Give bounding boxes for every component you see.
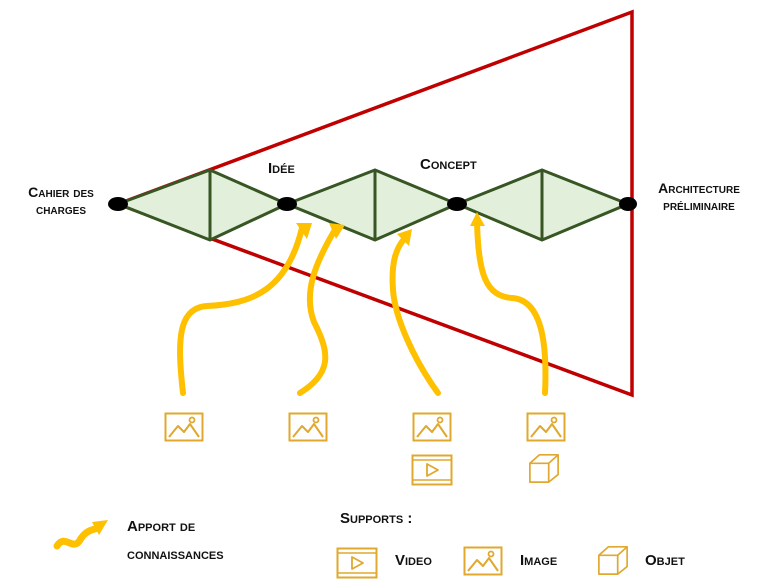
image-icon (288, 412, 328, 442)
knowledge-arrowhead-2 (329, 223, 345, 239)
node-idea (277, 197, 297, 211)
image-icon (526, 412, 566, 442)
node-start (108, 197, 128, 211)
knowledge-arrow-3 (389, 235, 441, 396)
knowledge-arrow-4 (474, 217, 549, 396)
label-end-node: Architecture préliminaire (658, 180, 740, 213)
legend-supports-title: Supports : (340, 510, 413, 527)
knowledge-arrowhead-1 (296, 223, 312, 239)
video-icon (336, 547, 378, 579)
image-icon (412, 412, 452, 442)
legend-arrowhead (92, 520, 108, 535)
image-icon (463, 546, 503, 576)
legend-knowledge-label: Apport de connaissances (127, 513, 224, 569)
label-idea-node: Idée (268, 160, 295, 177)
object-icon (598, 545, 628, 575)
legend-knowledge-label-line1: Apport de (127, 518, 196, 535)
legend-video-label: Video (395, 552, 432, 569)
knowledge-arrowhead-3 (397, 229, 412, 246)
legend-knowledge-label-line2: connaissances (127, 546, 224, 563)
legend-object-label: Objet (645, 552, 685, 569)
diamond-stage-2 (282, 168, 461, 242)
node-concept (447, 197, 467, 211)
image-icon (164, 412, 204, 442)
diamond-stage-1 (113, 168, 291, 242)
legend-image-label: Image (520, 552, 558, 569)
object-icon (529, 453, 559, 483)
knowledge-arrow-1 (177, 225, 305, 396)
label-concept-node: Concept (420, 156, 477, 173)
diamond-stage-3 (453, 168, 632, 242)
node-end (619, 197, 637, 211)
video-icon (411, 454, 453, 486)
knowledge-arrow-2 (297, 225, 339, 396)
knowledge-arrowhead-4 (470, 212, 485, 226)
label-start-node: Cahier des charges (28, 184, 94, 217)
legend-knowledge-arrow (53, 525, 99, 550)
